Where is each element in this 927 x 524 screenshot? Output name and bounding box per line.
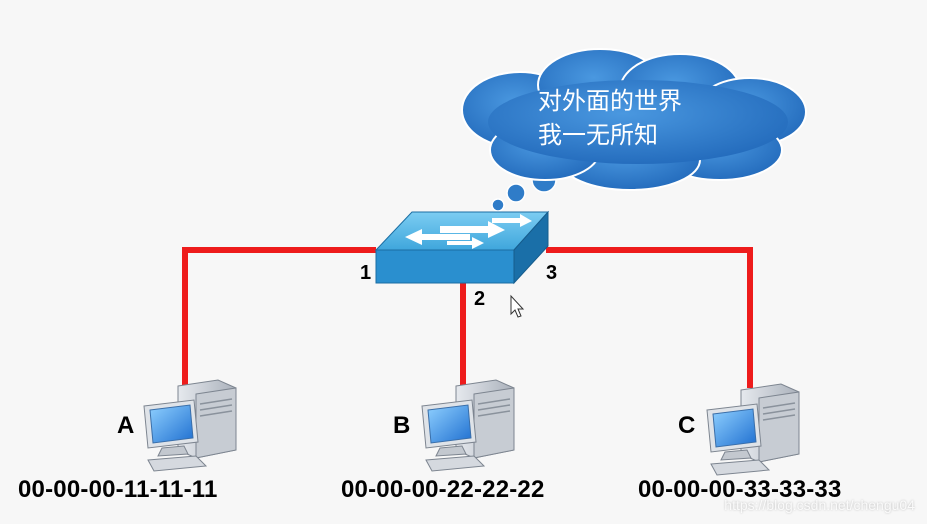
link-port3-host-c <box>546 247 753 388</box>
port-label-2: 2 <box>474 288 486 310</box>
computer-icon-c <box>706 383 800 476</box>
port-label-3: 3 <box>546 262 558 284</box>
computer-icon-a <box>143 379 237 472</box>
thought-bubble-medium <box>506 183 526 203</box>
switch-arrows-icon <box>405 214 532 249</box>
host-label-c: C <box>678 412 696 439</box>
hosts-layer <box>143 379 800 476</box>
mac-address-b: 00-00-00-22-22-22 <box>341 476 545 503</box>
mouse-cursor-icon <box>510 294 525 318</box>
computer-icon-b <box>421 379 515 472</box>
host-label-a: A <box>117 412 135 439</box>
cloud-text-line1: 对外面的世界 <box>538 87 682 115</box>
switch-device <box>374 210 550 285</box>
switch-side <box>513 210 549 285</box>
cloud-text-line2: 我一无所知 <box>538 121 658 149</box>
switch-front <box>375 249 515 284</box>
links <box>182 247 753 388</box>
host-label-b: B <box>393 412 411 439</box>
port-label-1: 1 <box>360 262 372 284</box>
thought-bubble-small <box>491 198 505 212</box>
watermark-text: https://blog.csdn.net/chengu04 <box>724 497 915 513</box>
mac-address-c: 00-00-00-33-33-33 <box>638 476 842 503</box>
thought-cloud <box>461 48 807 212</box>
mac-address-a: 00-00-00-11-11-11 <box>18 476 218 503</box>
link-port1-host-a <box>182 247 376 385</box>
